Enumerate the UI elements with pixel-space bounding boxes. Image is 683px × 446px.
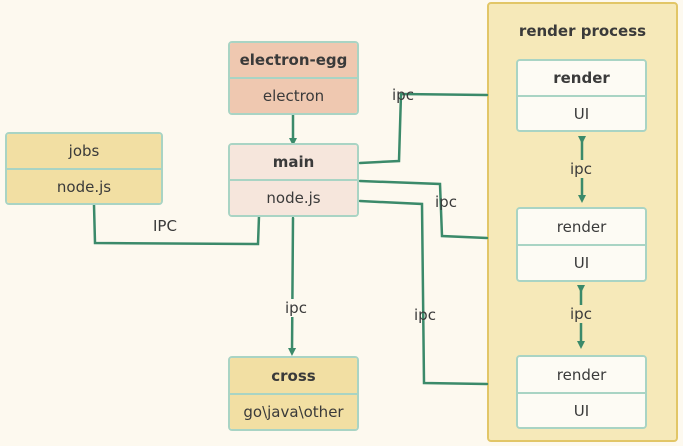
edge-main-render-1 xyxy=(358,92,489,165)
node-render-2-subtitle: UI xyxy=(518,246,645,280)
node-render-1-title: render xyxy=(518,61,645,97)
node-cross: cross go\java\other xyxy=(228,356,359,431)
node-electron-egg-subtitle: electron xyxy=(230,79,357,113)
edge-label-render-2-3: ipc xyxy=(570,305,592,323)
node-electron-egg-title: electron-egg xyxy=(230,43,357,79)
edge-main-cross xyxy=(288,216,297,356)
edge-label-main-render-1: ipc xyxy=(392,86,414,104)
node-render-3-title: render xyxy=(518,357,645,394)
node-render-2: render UI xyxy=(516,207,647,282)
edge-label-render-1-2: ipc xyxy=(570,160,592,178)
node-jobs-subtitle: node.js xyxy=(7,170,161,203)
node-jobs: jobs node.js xyxy=(5,132,163,205)
edge-label-main-jobs: IPC xyxy=(153,217,177,235)
node-main-subtitle: node.js xyxy=(230,181,357,215)
node-render-3: render UI xyxy=(516,355,647,429)
node-jobs-title: jobs xyxy=(7,134,161,170)
edge-main-render-3 xyxy=(358,199,489,386)
edge-label-main-render-2: ipc xyxy=(435,193,457,211)
node-cross-title: cross xyxy=(230,358,357,395)
node-cross-subtitle: go\java\other xyxy=(230,395,357,429)
node-electron-egg: electron-egg electron xyxy=(228,41,359,115)
node-render-1-subtitle: UI xyxy=(518,97,645,130)
node-main-title: main xyxy=(230,145,357,181)
render-process-title: render process xyxy=(518,22,647,40)
edge-label-main-cross: ipc xyxy=(285,299,307,317)
node-render-1: render UI xyxy=(516,59,647,132)
edge-main-render-2 xyxy=(358,179,489,240)
node-render-3-subtitle: UI xyxy=(518,394,645,427)
edge-main-jobs xyxy=(92,203,261,246)
edge-label-main-render-3: ipc xyxy=(414,306,436,324)
node-main: main node.js xyxy=(228,143,359,217)
node-render-2-title: render xyxy=(518,209,645,246)
